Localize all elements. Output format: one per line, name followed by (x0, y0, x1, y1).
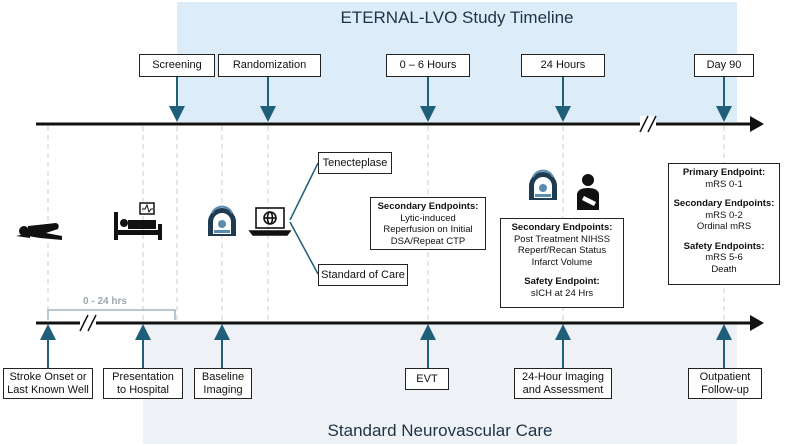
window-label: 0 - 24 hrs (83, 296, 127, 307)
laptop-globe-icon (248, 207, 292, 236)
stroke-onset-line: Stroke Onset or (9, 370, 87, 383)
tenecteplase-box: Tenecteplase (318, 152, 392, 174)
presentation-line: to Hospital (117, 383, 169, 396)
stroke-onset-line: Last Known Well (7, 383, 89, 396)
patient-sling-icon (577, 174, 599, 210)
endpoints-90d-primary-heading: Primary Endpoint: (682, 167, 766, 178)
endpoints-6h-box: Secondary Endpoints: Lytic-induced Reper… (370, 197, 486, 250)
baseline-imaging-box: Baseline Imaging (194, 368, 252, 399)
presentation-box: Presentation to Hospital (103, 368, 183, 399)
bottom-arrows (40, 324, 732, 370)
hospital-bed-icon (114, 202, 162, 240)
imaging-24h-line: and Assessment (522, 383, 604, 396)
endpoints-90d-box: Primary Endpoint: mRS 0-1 Secondary Endp… (668, 163, 780, 285)
endpoints-24h-line: Infarct Volume (531, 256, 593, 268)
stroke-onset-box: Stroke Onset or Last Known Well (3, 368, 93, 399)
endpoints-90d-safety-line: Death (711, 263, 737, 275)
ct-scanner-icon (208, 205, 236, 236)
ct-scanner-icon-24h (529, 169, 557, 200)
presentation-line: Presentation (112, 370, 174, 383)
endpoints-24h-safety-line: sICH at 24 Hrs (530, 287, 594, 299)
endpoints-24h-safety-heading: Safety Endpoint: (524, 276, 600, 287)
baseline-line: Baseline (201, 370, 245, 383)
endpoints-90d-secondary-line: mRS 0-2 (705, 209, 743, 221)
endpoints-6h-line: DSA/Repeat CTP (390, 235, 466, 247)
endpoints-24h-line: Post Treatment NIHSS (513, 233, 611, 245)
bottom-axis (36, 314, 764, 332)
window-bracket (47, 309, 176, 320)
outpatient-line: Outpatient (699, 370, 751, 383)
endpoints-24h-line: Reperf/Recan Status (517, 245, 607, 256)
endpoints-90d-secondary-heading: Secondary Endpoints: (673, 198, 775, 209)
top-title: ETERNAL-LVO Study Timeline (340, 8, 574, 27)
randomization-box: Randomization (218, 54, 321, 77)
imaging-24h-box: 24-Hour Imaging and Assessment (514, 368, 612, 399)
standard-of-care-box: Standard of Care (318, 264, 408, 286)
evt-box: EVT (405, 368, 449, 390)
endpoints-6h-line: Lytic-induced (400, 212, 456, 224)
endpoints-6h-line: Reperfusion on Initial (383, 224, 473, 235)
day-ninety-box: Day 90 (694, 54, 754, 77)
twenty-four-hours-box: 24 Hours (521, 54, 605, 77)
randomization-branches (289, 162, 319, 275)
endpoints-90d-primary-line: mRS 0-1 (705, 178, 743, 190)
lying-patient-icon (16, 223, 62, 240)
screening-box: Screening (139, 54, 215, 77)
endpoints-6h-heading: Secondary Endpoints: (377, 201, 479, 212)
outpatient-line: Follow-up (701, 383, 749, 396)
outpatient-box: Outpatient Follow-up (688, 368, 762, 399)
baseline-line: Imaging (203, 383, 243, 396)
endpoints-90d-safety-line: mRS 5-6 (705, 252, 743, 263)
endpoints-90d-safety-heading: Safety Endpoints: (683, 240, 765, 252)
endpoints-90d-secondary-line: Ordinal mRS (696, 221, 752, 232)
endpoints-24h-box: Secondary Endpoints: Post Treatment NIHS… (500, 218, 624, 308)
top-axis (36, 115, 764, 133)
imaging-24h-line: 24-Hour Imaging (522, 370, 604, 383)
top-arrows (169, 76, 732, 122)
zero-six-hours-box: 0 – 6 Hours (386, 54, 470, 77)
endpoints-24h-secondary-heading: Secondary Endpoints: (511, 222, 613, 233)
bottom-title: Standard Neurovascular Care (327, 421, 553, 440)
